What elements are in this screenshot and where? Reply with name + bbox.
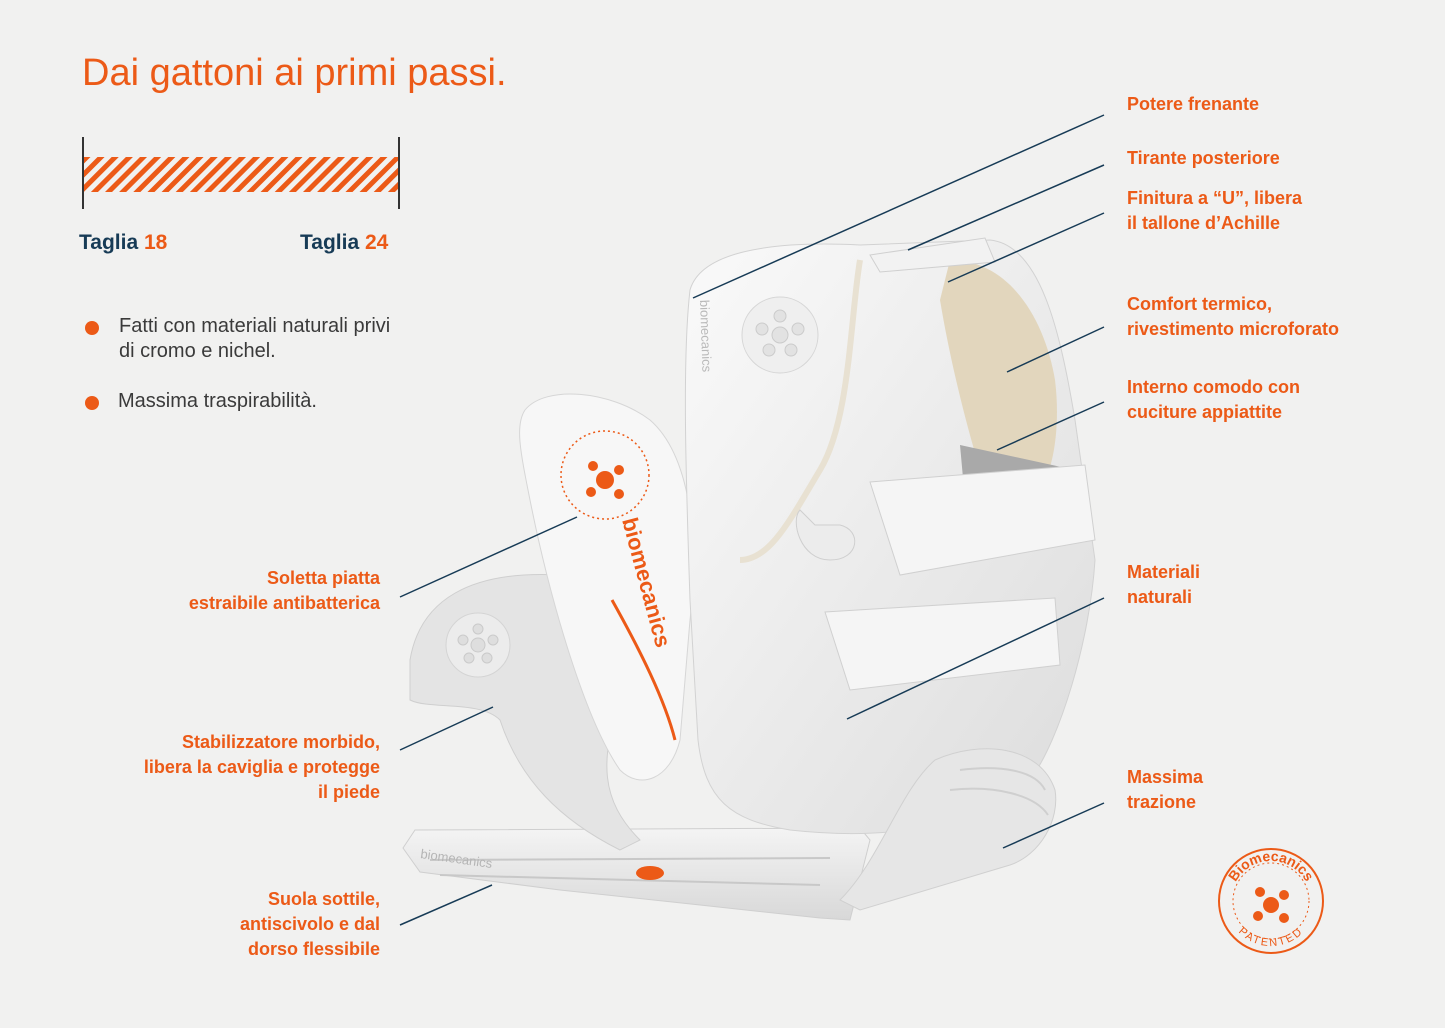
callout-line: antiscivolo e dal — [239, 914, 380, 934]
callout-line: estraibile antibatterica — [188, 593, 380, 613]
patented-badge: Biomecanics PATENTED — [1218, 848, 1324, 954]
callout-interior: Interno comodo con cuciture appiattite — [1127, 375, 1300, 425]
callout-line: il piede — [317, 782, 380, 802]
bullet-1-line-2: di cromo e nichel. — [119, 340, 276, 362]
outsole-illustration: biomecanics — [402, 827, 871, 921]
size-to: Taglia 24 — [300, 231, 388, 255]
bullet-dot-icon — [85, 396, 99, 410]
callout-rear-tab: Tirante posteriore — [1127, 146, 1280, 171]
leader-lines — [399, 114, 1105, 926]
callout-line: Tirante posteriore — [1127, 148, 1280, 168]
size-to-label: Taglia — [300, 231, 360, 254]
callout-braking: Potere frenante — [1127, 92, 1259, 117]
bullet-item-2: Massima traspirabilità. — [118, 389, 317, 414]
callout-line: dorso flessibile — [247, 939, 380, 959]
callout-line: Interno comodo con — [1127, 377, 1300, 397]
bullet-dot-icon — [85, 321, 99, 335]
callout-thermal: Comfort termico, rivestimento microforat… — [1127, 292, 1339, 342]
callout-line: Materiali — [1127, 562, 1201, 582]
callout-line: Soletta piatta — [266, 568, 380, 588]
callout-stabilizer: Stabilizzatore morbido, libera la cavigl… — [144, 730, 380, 805]
callout-line: libera la caviglia e protegge — [143, 757, 380, 777]
callout-insole: Soletta piatta estraibile antibatterica — [189, 566, 380, 616]
bullet-2-line-1: Massima traspirabilità. — [118, 390, 317, 412]
badge-top-text: Biomecanics — [1225, 848, 1318, 884]
shoe-brand-text: biomecanics — [697, 300, 715, 373]
bullet-item-1: Fatti con materiali naturali privi di cr… — [119, 314, 390, 364]
callout-line: Massima — [1127, 767, 1204, 787]
callout-line: Suola sottile, — [267, 889, 380, 909]
callout-line: il tallone d’Achille — [1127, 213, 1281, 233]
callout-line: cuciture appiattite — [1127, 402, 1283, 422]
callout-line: Finitura a “U”, libera — [1127, 188, 1303, 208]
callout-line: trazione — [1127, 792, 1197, 812]
toe-cap-illustration — [839, 748, 1057, 911]
shoe-illustration: biomec biomecanics — [684, 237, 1096, 834]
callout-line: Potere frenante — [1127, 94, 1260, 114]
insole-illustration: biomecanics — [519, 393, 695, 781]
callout-u-finish: Finitura a “U”, libera il tallone d’Achi… — [1127, 186, 1302, 236]
size-from-label: Taglia — [79, 231, 139, 254]
callout-materials: Materiali naturali — [1127, 560, 1200, 610]
svg-text:PATENTED: PATENTED — [1236, 925, 1306, 949]
callout-line: rivestimento microforato — [1127, 319, 1340, 339]
callout-line: Comfort termico, — [1127, 294, 1273, 314]
size-from-value: 18 — [143, 231, 168, 254]
bullet-1-line-1: Fatti con materiali naturali privi — [119, 315, 391, 337]
badge-bottom-text: PATENTED — [1236, 925, 1304, 949]
page-title: Dai gattoni ai primi passi. — [82, 52, 507, 94]
size-from: Taglia 18 — [79, 231, 167, 255]
svg-text:Biomecanics: Biomecanics — [1225, 848, 1318, 884]
callout-line: naturali — [1127, 587, 1193, 607]
size-range-bar — [82, 137, 400, 209]
size-to-value: 24 — [364, 231, 389, 254]
callout-sole: Suola sottile, antiscivolo e dal dorso f… — [240, 887, 380, 962]
callout-line: Stabilizzatore morbido, — [181, 732, 380, 752]
biomecanics-logo-icon — [1253, 887, 1289, 923]
callout-traction: Massima trazione — [1127, 765, 1203, 815]
